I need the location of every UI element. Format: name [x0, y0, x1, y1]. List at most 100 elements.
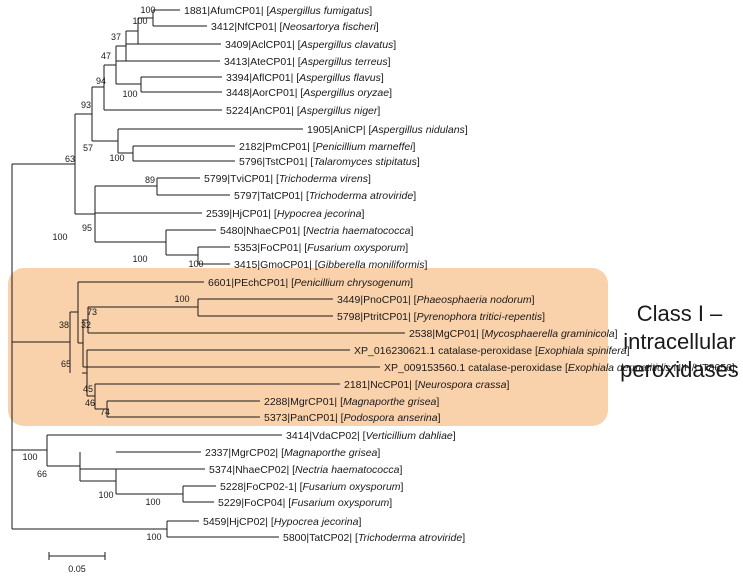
leaf-species: Pyrenophora tritici-repentis [417, 311, 543, 323]
leaf-species: Aspergillus fumigatus [268, 5, 370, 17]
bootstrap-value: 100 [132, 254, 147, 264]
leaf-species: Nectria haematococca [306, 225, 411, 237]
leaf-id: 3415|GmoCP01| [ [234, 259, 318, 271]
leaf-suffix: ] [368, 173, 371, 185]
bootstrap-value: 100 [109, 153, 124, 163]
leaf-species: Exophiala dermatitidis [568, 362, 671, 374]
leaf-suffix: ] [405, 242, 408, 254]
leaf-id: 3448|AorCP01| [ [226, 87, 303, 99]
leaf-suffix: ] [413, 141, 416, 153]
leaf-suffix: ] [389, 87, 392, 99]
bootstrap-value: 57 [83, 143, 93, 153]
leaf-id: 2337|MgrCP02| [ [205, 447, 284, 459]
leaf-label: 3415|GmoCP01| [Gibberella moniliformis] [234, 259, 427, 271]
bootstrap-value: 95 [82, 223, 92, 233]
leaf-id: 5374|NhaeCP02| [ [209, 464, 295, 476]
leaf-label: 3448|AorCP01| [Aspergillus oryzae] [226, 87, 392, 99]
leaf-suffix: ] [376, 21, 379, 33]
leaf-suffix: ] [393, 39, 396, 51]
leaf-label: 5480|NhaeCP01| [Nectria haematococca] [220, 225, 413, 237]
leaf-suffix: ] [377, 447, 380, 459]
leaf-species: Hypocrea jecorina [277, 208, 362, 220]
leaf-species: Aspergillus oryzae [302, 87, 389, 99]
bootstrap-value: 46 [85, 398, 95, 408]
bootstrap-value: 37 [111, 32, 121, 42]
leaf-species: Trichoderma atroviride [358, 532, 462, 544]
leaf-label: 3412|NfCP01| [Neosartorya fischeri] [211, 21, 379, 33]
bootstrap-value: 100 [188, 259, 203, 269]
leaf-id: 1905|AniCP| [ [307, 124, 371, 136]
leaf-suffix: ] [462, 532, 465, 544]
leaf-label: 5796|TstCP01| [Talaromyces stipitatus] [239, 156, 420, 168]
leaf-id: 3449|PnoCP01| [ [337, 294, 417, 306]
leaf-labels: 1881|AfumCP01| [Aspergillus fumigatus]34… [184, 5, 735, 544]
leaf-id: 5480|NhaeCP01| [ [220, 225, 306, 237]
leaf-species: Trichoderma atroviride [309, 190, 413, 202]
leaf-id: XP_009153560.1 catalase-peroxidase [ [384, 362, 568, 374]
leaf-id: 5228|FoCP02-1| [ [220, 481, 303, 493]
bootstrap-value: 47 [101, 51, 111, 61]
leaf-label: 2539|HjCP01| [Hypocrea jecorina] [206, 208, 364, 220]
leaf-species: Penicillium chrysogenum [294, 277, 410, 289]
leaf-suffix: ] [615, 328, 618, 340]
leaf-species: Neosartorya fischeri [282, 21, 376, 33]
bootstrap-value: 100 [98, 490, 113, 500]
leaf-suffix: ] [436, 396, 439, 408]
leaf-label: 5228|FoCP02-1| [Fusarium oxysporum] [220, 481, 404, 493]
bootstrap-value: 100 [52, 232, 67, 242]
leaf-suffix: ] [410, 277, 413, 289]
bootstrap-value: 45 [83, 384, 93, 394]
leaf-species: Fusarium oxysporum [307, 242, 405, 254]
leaf-species: Magnaporthe grisea [343, 396, 437, 408]
leaf-species: Fusarium oxysporum [291, 497, 389, 509]
bootstrap-value: 100 [174, 294, 189, 304]
leaf-label: 5353|FoCP01| [Fusarium oxysporum] [234, 242, 408, 254]
leaf-suffix: NIH/UT8656] [671, 362, 735, 374]
leaf-species: Aspergillus flavus [298, 72, 381, 84]
leaf-label: 5799|TviCP01| [Trichoderma virens] [204, 173, 371, 185]
leaf-id: 2288|MgrCP01| [ [264, 396, 343, 408]
class-label-line-1: Class I – [636, 301, 723, 326]
bootstrap-value: 100 [22, 452, 37, 462]
leaf-label: 2337|MgrCP02| [Magnaporthe grisea] [205, 447, 380, 459]
leaf-label: 1881|AfumCP01| [Aspergillus fumigatus] [184, 5, 372, 17]
leaf-species: Fusarium oxysporum [303, 481, 401, 493]
leaf-id: 5797|TatCP01| [ [234, 190, 309, 202]
bootstrap-value: 100 [132, 16, 147, 26]
bootstrap-value: 66 [37, 469, 47, 479]
leaf-id: 5353|FoCP01| [ [234, 242, 307, 254]
class-label-line-2: intracellular [623, 329, 736, 354]
class-label: Class I – intracellular peroxidases [612, 300, 743, 384]
leaf-species: Podospora anserina [344, 412, 438, 424]
leaf-suffix: ] [369, 5, 372, 17]
leaf-id: 2538|MgCP01| [ [409, 328, 485, 340]
leaf-suffix: ] [542, 311, 545, 323]
leaf-species: Hypocrea jecorina [274, 516, 359, 528]
bootstrap-value: 100 [140, 5, 155, 15]
tree-branches [11, 9, 405, 538]
scale-label: 0.05 [68, 564, 86, 574]
bootstrap-value: 89 [145, 175, 155, 185]
leaf-id: 3394|AflCP01| [ [226, 72, 299, 84]
leaf-species: Aspergillus clavatus [300, 39, 395, 51]
leaf-species: Exophiala spinifera [538, 345, 627, 357]
leaf-species: Magnaporthe grisea [284, 447, 378, 459]
leaf-label: 5798|PtritCP01| [Pyrenophora tritici-rep… [337, 311, 545, 323]
leaf-id: 1881|AfumCP01| [ [184, 5, 270, 17]
bootstrap-value: 73 [87, 307, 97, 317]
leaf-id: 3414|VdaCP02| [ [286, 430, 366, 442]
leaf-suffix: ] [389, 497, 392, 509]
leaf-label: 3414|VdaCP02| [Verticillium dahliae] [286, 430, 456, 442]
leaf-id: 5229|FoCP04| [ [218, 497, 291, 509]
leaf-id: 5373|PanCP01| [ [264, 412, 344, 424]
leaf-suffix: ] [388, 56, 391, 68]
leaf-id: 5796|TstCP01| [ [239, 156, 313, 168]
leaf-label: 6601|PEchCP01| [Penicillium chrysogenum] [208, 277, 413, 289]
bootstrap-value: 94 [96, 76, 106, 86]
leaf-label: XP_009153560.1 catalase-peroxidase [Exop… [384, 362, 735, 374]
leaf-label: 2538|MgCP01| [Mycosphaerella graminicola… [409, 328, 618, 340]
leaf-suffix: ] [361, 208, 364, 220]
leaf-label: 5373|PanCP01| [Podospora anserina] [264, 412, 441, 424]
